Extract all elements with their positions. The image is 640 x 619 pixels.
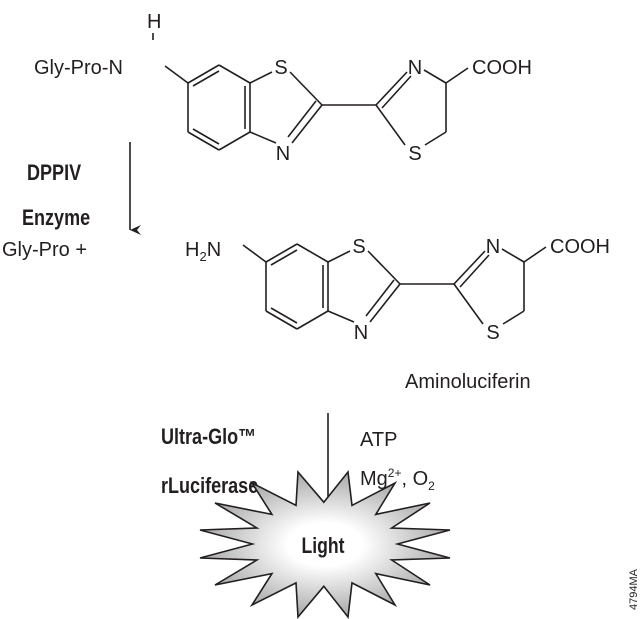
bond <box>327 250 351 263</box>
bond <box>367 250 401 285</box>
bond <box>327 310 355 323</box>
nitrogen-atom-label: N <box>354 322 368 344</box>
dppiv-enzyme-label: DPPIV <box>27 161 82 185</box>
bond <box>445 67 469 84</box>
cooh-group-label: COOH <box>472 57 532 79</box>
bond <box>296 310 329 330</box>
sulfur-atom-label: S <box>274 57 287 79</box>
light-label: Light <box>302 534 345 558</box>
bond <box>369 283 401 323</box>
bond <box>501 248 525 263</box>
sulfur-atom-label: S <box>352 236 365 258</box>
bond <box>423 69 447 84</box>
bond <box>453 283 484 325</box>
bond <box>192 70 220 87</box>
bond <box>296 243 329 263</box>
bond <box>381 75 412 109</box>
bond <box>375 104 406 146</box>
nitrogen-atom-label: N <box>408 57 422 79</box>
bond <box>249 71 273 84</box>
h-atom-label: H <box>147 11 161 33</box>
aminoluciferin-rings: S N N S COOH <box>242 236 610 344</box>
bond <box>289 71 323 106</box>
figure-id: 4794MA <box>628 568 640 610</box>
bond <box>523 246 547 263</box>
h2n-label: H2N <box>185 239 221 264</box>
bond <box>249 131 277 144</box>
nitrogen-atom-label: N <box>276 143 290 165</box>
mg-o2-label: Mg2+, O2 <box>360 466 435 493</box>
light-starburst <box>199 469 451 619</box>
bond <box>187 64 220 84</box>
bond <box>287 100 317 138</box>
gly-pro-plus-label: Gly-Pro + <box>2 239 87 261</box>
bond <box>187 131 220 151</box>
bond <box>164 65 189 84</box>
bond <box>265 310 298 330</box>
sulfur-atom-label: S <box>486 322 499 344</box>
gly-pro-n-label: Gly-Pro-N <box>34 57 123 79</box>
bond <box>270 249 298 266</box>
rluciferase-label: rLuciferase <box>161 474 258 498</box>
bond <box>502 310 525 325</box>
bond <box>459 254 490 288</box>
bond <box>365 279 395 317</box>
aminoluciferin-name: Aminoluciferin <box>405 371 531 393</box>
substrate-molecule: H Gly-Pro-N S N N S COOH <box>34 11 532 165</box>
bond <box>453 250 486 285</box>
sulfur-atom-label: S <box>408 143 421 165</box>
atp-label: ATP <box>360 429 397 451</box>
bond <box>291 104 323 144</box>
cooh-group-label: COOH <box>550 236 610 258</box>
bond <box>375 71 408 106</box>
bond <box>270 307 298 324</box>
bond <box>192 128 220 145</box>
bond <box>424 131 447 146</box>
bond <box>218 64 251 84</box>
bond <box>242 244 267 263</box>
bond <box>218 131 251 151</box>
bond <box>265 243 298 263</box>
ultra-glo-label: Ultra-Glo™ <box>161 425 256 449</box>
substrate-rings: S N N S COOH <box>164 57 532 165</box>
aminoluciferin-molecule: H2N S N N S COOH Aminoluciferin <box>185 236 610 393</box>
nitrogen-atom-label: N <box>486 236 500 258</box>
enzyme-label: Enzyme <box>22 206 90 230</box>
